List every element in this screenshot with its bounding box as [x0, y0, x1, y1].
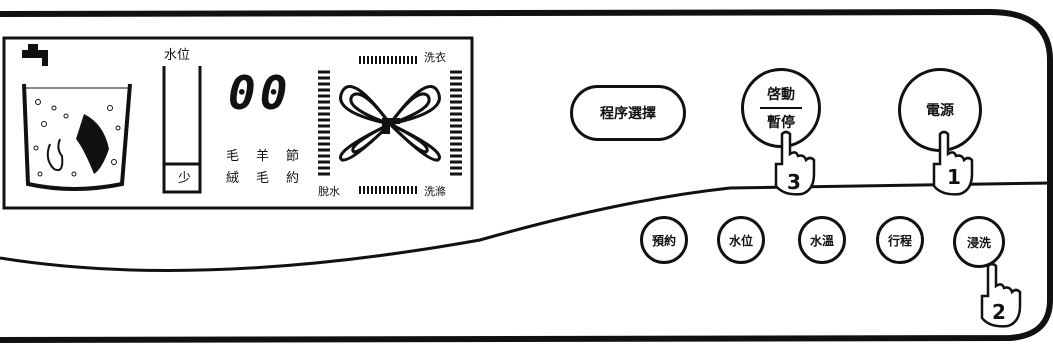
fabric-lamb-label-2: 毛 — [256, 171, 270, 186]
step-2-label: 2 — [992, 300, 1006, 324]
course-button[interactable]: 行程 — [876, 216, 924, 264]
reserve-button[interactable]: 預約 — [640, 216, 688, 264]
stage-rinse-label: 洗滌 — [424, 185, 446, 198]
start-label: 啓動 — [767, 87, 795, 103]
fabric-save-label-1: 節 — [286, 149, 300, 164]
water-level-low-label: 少 — [178, 171, 192, 186]
display-window — [2, 36, 474, 210]
stage-spin-label: 脫水 — [318, 185, 340, 198]
pause-label: 暫停 — [767, 115, 795, 131]
water-temp-button[interactable]: 水溫 — [798, 216, 846, 264]
fabric-wool-label-1: 毛 — [226, 149, 240, 164]
power-button[interactable]: 電源 — [898, 68, 982, 152]
power-label: 電源 — [926, 103, 954, 119]
program-select-label: 程序選擇 — [600, 106, 656, 122]
step-3-label: 3 — [787, 170, 801, 194]
stage-wash-label: 洗衣 — [424, 51, 446, 64]
segment-readout: 00 — [228, 66, 292, 120]
soak-button[interactable]: 浸洗 — [953, 216, 1005, 268]
fabric-lamb-label-1: 羊 — [256, 149, 270, 164]
fabric-save-label-2: 約 — [286, 171, 300, 186]
start-pause-divider — [760, 107, 802, 109]
program-select-button[interactable]: 程序選擇 — [570, 85, 686, 141]
hand-pointer-icon — [980, 262, 1022, 328]
water-temp-label: 水溫 — [809, 233, 834, 248]
hand-pointer-icon — [932, 130, 974, 196]
wash-cycle-indicator — [318, 56, 462, 194]
soak-label: 浸洗 — [966, 235, 991, 250]
water-level-gauge — [162, 66, 202, 194]
fabric-wool-label-2: 絨 — [226, 171, 240, 186]
hand-pointer-icon — [774, 130, 816, 196]
basin-icon — [22, 44, 132, 191]
reserve-label: 預約 — [651, 233, 676, 248]
water-level-label: 水位 — [164, 48, 191, 63]
water-level-button[interactable]: 水位 — [717, 216, 765, 264]
step-1-label: 1 — [947, 165, 961, 189]
course-label: 行程 — [887, 233, 912, 248]
water-level-button-label: 水位 — [728, 233, 753, 248]
